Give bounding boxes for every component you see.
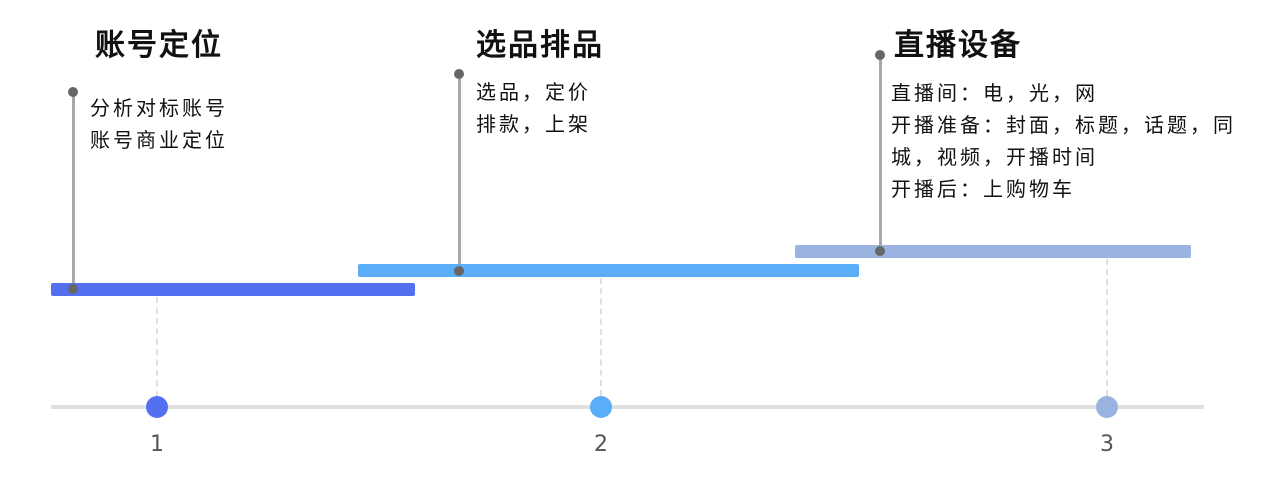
stage-1-line: 分析对标账号 — [90, 96, 228, 120]
stage-3-top-knob — [875, 50, 885, 60]
stage-3-line: 开播后：上购物车 — [891, 177, 1075, 201]
stage-2-bar — [358, 264, 859, 277]
stage-2-line: 选品，定价 — [476, 80, 591, 104]
stage-3-line: 城，视频，开播时间 — [891, 145, 1098, 169]
stage-1-number: 1 — [150, 432, 164, 457]
stage-1-bar-knob — [68, 284, 78, 294]
stage-1-dashed-connector — [156, 297, 158, 397]
stage-3-bar-knob — [875, 246, 885, 256]
stage-3-bar — [795, 245, 1191, 258]
stage-2-number: 2 — [594, 432, 608, 457]
stage-3-number: 3 — [1100, 432, 1114, 457]
timeline-axis — [51, 405, 1204, 409]
stage-3-dashed-connector — [1106, 259, 1108, 396]
stage-1-top-knob — [68, 87, 78, 97]
stage-2-line: 排款，上架 — [476, 112, 591, 136]
stage-3-title: 直播设备 — [894, 28, 1022, 63]
stage-3-marker — [1096, 396, 1118, 418]
stage-2-marker — [590, 396, 612, 418]
stage-3-line: 开播准备：封面，标题，话题，同 — [891, 113, 1236, 137]
stage-3-description: 直播间：电，光，网 开播准备：封面，标题，话题，同 城，视频，开播时间 开播后：… — [891, 77, 1236, 205]
stage-2-title: 选品排品 — [476, 28, 604, 63]
stage-3-stem — [879, 55, 882, 251]
stage-1-marker — [146, 396, 168, 418]
stage-1-bar — [51, 283, 415, 296]
stage-1-line: 账号商业定位 — [90, 128, 228, 152]
stage-3-line: 直播间：电，光，网 — [891, 81, 1098, 105]
stage-1-title: 账号定位 — [95, 28, 223, 63]
stage-1-description: 分析对标账号 账号商业定位 — [90, 92, 228, 156]
stage-2-stem — [458, 74, 461, 271]
stage-2-top-knob — [454, 69, 464, 79]
stage-2-dashed-connector — [600, 278, 602, 396]
stage-2-bar-knob — [454, 266, 464, 276]
stage-1-stem — [72, 92, 75, 289]
stage-2-description: 选品，定价 排款，上架 — [476, 76, 591, 140]
